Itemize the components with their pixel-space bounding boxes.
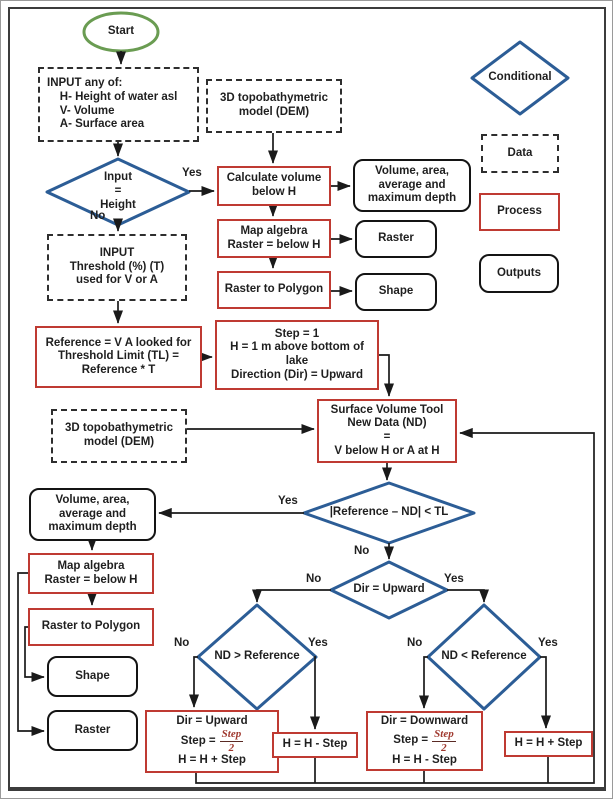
dir-downward-step-box: Dir = Downward Step = Step 2 H = H - Ste…: [366, 711, 483, 771]
dir-upward-line: Dir = Upward: [176, 715, 248, 728]
h-plus-step-box: H = H + Step: [504, 731, 593, 757]
arrow-ndgt-no-boxup: [188, 656, 200, 708]
arrow-ndgt-yes-hminus: [309, 656, 321, 730]
fraction-numerator: Step: [219, 728, 244, 742]
step-half-equation-2: Step = Step 2: [393, 727, 456, 754]
edge-label-yes-ndgt: Yes: [308, 637, 328, 649]
dir-upward-label: Dir = Upward: [353, 583, 425, 596]
raster-output-left: Raster: [47, 710, 138, 751]
input-height-label: Input = Height: [100, 171, 136, 211]
edge-label-yes-ndlt: Yes: [538, 637, 558, 649]
legend-outputs-box: Outputs: [479, 254, 559, 293]
map-algebra-process-left: Map algebra Raster = below H: [28, 553, 154, 594]
nd-gt-reference-label: ND > Reference: [214, 650, 300, 663]
dem-data-box-bottom: 3D topobathymetric model (DEM): [51, 409, 187, 463]
nd-lt-reference-label: ND < Reference: [441, 650, 527, 663]
arrow-r2p-left-to-shape: [24, 626, 45, 683]
surface-volume-tool-process: Surface Volume Tool New Data (ND) = V be…: [317, 399, 457, 463]
legend-process-box: Process: [479, 193, 560, 231]
legend-conditional-label: Conditional: [488, 71, 552, 84]
map-algebra-process-top: Map algebra Raster = below H: [217, 219, 331, 258]
dir-downward-line: Dir = Downward: [380, 714, 469, 727]
edge-label-yes-refnd: Yes: [278, 495, 298, 507]
edge-label-no-dirup: No: [306, 573, 322, 585]
edge-label-no-ndgt: No: [174, 637, 190, 649]
raster-to-polygon-process-left: Raster to Polygon: [28, 608, 154, 646]
step-eq-prefix-2: Step =: [393, 734, 429, 747]
step-fraction: Step 2: [219, 728, 244, 754]
nd-lt-reference-diamond: [426, 603, 542, 711]
arrow-mapalg-left-to-raster: [17, 572, 45, 737]
reference-process: Reference = V A looked for Threshold Lim…: [35, 326, 202, 388]
step-fraction-2: Step 2: [432, 727, 456, 754]
ref-nd-label: |Reference – ND| < TL: [329, 506, 449, 519]
step-half-equation: Step = Step 2: [180, 728, 244, 754]
input-any-data-box: INPUT any of: H- Height of water asl V- …: [38, 67, 199, 142]
start-label: Start: [107, 25, 135, 38]
calculate-volume-process: Calculate volume below H: [217, 166, 331, 206]
shape-output-left: Shape: [47, 656, 138, 697]
arrow-dirup-no-ndgt: [251, 589, 331, 603]
fraction-denominator: 2: [228, 742, 235, 754]
volume-area-output-top: Volume, area, average and maximum depth: [353, 159, 471, 212]
dem-data-box-top: 3D topobathymetric model (DEM): [206, 79, 342, 133]
h-minus-step-line: H = H - Step: [392, 753, 457, 766]
volume-area-output-left: Volume, area, average and maximum depth: [29, 488, 156, 541]
edge-label-no-input-height: No: [90, 210, 106, 222]
step-eq-prefix: Step =: [180, 734, 216, 747]
dir-upward-diamond: [329, 560, 449, 620]
arrow-ndlt-yes-hplus: [540, 656, 552, 729]
legend-data-box: Data: [481, 134, 559, 173]
h-minus-step-box: H = H - Step: [272, 732, 358, 758]
edge-label-no-ndlt: No: [407, 637, 423, 649]
arrow-feedback-rail-to-svt: [195, 427, 595, 784]
raster-output-top: Raster: [355, 220, 437, 258]
edge-label-yes-input-height: Yes: [182, 167, 202, 179]
edge-label-no-refnd: No: [354, 545, 370, 557]
h-plus-step-line: H = H + Step: [178, 754, 246, 766]
input-threshold-data-box: INPUT Threshold (%) (T) used for V or A: [47, 234, 187, 301]
figure-frame: [8, 7, 606, 791]
nd-gt-reference-diamond: [196, 603, 318, 711]
raster-to-polygon-process-top: Raster to Polygon: [217, 271, 331, 309]
step-init-process: Step = 1 H = 1 m above bottom of lake Di…: [215, 320, 379, 390]
edge-label-yes-dirup: Yes: [444, 573, 464, 585]
arrow-step-to-svt: [379, 354, 395, 397]
fraction-numerator-2: Step: [432, 727, 456, 742]
arrow-dirup-yes-ndlt: [447, 589, 490, 603]
arrow-ndlt-no-boxdown: [418, 656, 430, 709]
dir-upward-step-box: Dir = Upward Step = Step 2 H = H + Step: [145, 710, 279, 773]
fraction-denominator-2: 2: [441, 741, 447, 754]
legend-conditional-diamond: [470, 40, 570, 116]
shape-output-top: Shape: [355, 273, 437, 311]
